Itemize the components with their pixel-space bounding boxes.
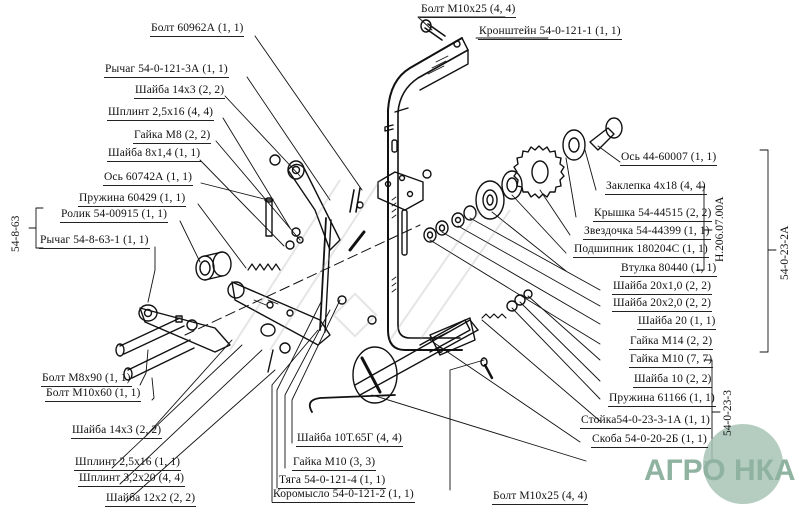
label-tyaga: Тяга 54-0-121-4 (1, 1) bbox=[278, 474, 387, 489]
watermark-faint bbox=[229, 179, 511, 351]
label-rychag-54-0-121-3a: Рычаг 54-0-121-3А (1, 1) bbox=[104, 63, 229, 78]
label-shaiba-8x1-4: Шайба 8х1,4 (1, 1) bbox=[107, 147, 202, 162]
label-os-44-60007: Ось 44-60007 (1, 1) bbox=[620, 151, 718, 166]
label-kryshka: Крышка 54-44515 (2, 2) bbox=[593, 207, 713, 222]
stand-assembly-part bbox=[308, 19, 533, 413]
label-shaiba-10: Шайба 10 (2, 2) bbox=[633, 373, 713, 388]
label-rychag-54-8-63-1: Рычаг 54-8-63-1 (1, 1) bbox=[39, 234, 150, 249]
label-gaika-m8: Гайка М8 (2, 2) bbox=[133, 129, 212, 144]
label-shaiba-12x2: Шайба 12х2 (2, 2) bbox=[105, 492, 197, 507]
bracket-part bbox=[377, 37, 471, 353]
label-rolik-54-00915: Ролик 54-00915 (1, 1) bbox=[60, 208, 169, 223]
label-shplint-2-5x16-bottom: Шплинт 2,5х16 (1, 1) bbox=[74, 456, 182, 471]
label-bolt-m10x60: Болт М10х60 (1, 1) bbox=[45, 387, 142, 402]
label-gaika-m10-7: Гайка М10 (7, 7) bbox=[629, 353, 714, 368]
label-shaiba-20x1-0: Шайба 20х1,0 (2, 2) bbox=[612, 280, 712, 295]
watermark-logo: АГРО НКА bbox=[644, 424, 796, 504]
label-shaiba-20: Шайба 20 (1, 1) bbox=[637, 315, 717, 330]
label-stoika: Стойка54-0-23-3-1А (1, 1) bbox=[580, 414, 711, 429]
label-koromyslo: Коромысло 54-0-121-2 (1, 1) bbox=[272, 488, 415, 503]
label-shplint-3-2x20: Шплинт 3,2х20 (4, 4) bbox=[78, 472, 186, 487]
label-bolt-m10x25-bottom: Болт М10х25 (4, 4) bbox=[492, 490, 589, 505]
label-shplint-2-5x16-top: Шплинт 2,5х16 (4, 4) bbox=[107, 106, 215, 121]
linkage-part bbox=[115, 154, 421, 381]
label-vtulka: Втулка 80440 (1, 1) bbox=[620, 262, 718, 277]
hub-assembly-part bbox=[423, 117, 623, 243]
label-shaiba-14x3-bottom: Шайба 14х3 (2, 2) bbox=[71, 424, 163, 439]
label-skoba: Скоба 54-0-20-2Б (1, 1) bbox=[591, 433, 708, 448]
watermark-text: АГРО НКА bbox=[644, 454, 796, 487]
label-gaika-m10-3: Гайка М10 (3, 3) bbox=[292, 456, 377, 471]
label-shaiba-20x2-0: Шайба 20х2,0 (2, 2) bbox=[612, 297, 712, 312]
group-label-54-0-23-2a: 54-0-23-2А bbox=[779, 225, 791, 280]
label-os-60742a: Ось 60742А (1, 1) bbox=[103, 171, 194, 186]
label-shaiba-10t65g: Шайба 10Т.65Г (4, 4) bbox=[296, 432, 403, 447]
leader-lines bbox=[28, 16, 777, 503]
label-bolt-60962a: Болт 60962А (1, 1) bbox=[150, 22, 245, 37]
label-pruzhina-60429: Пружина 60429 (1, 1) bbox=[78, 192, 187, 207]
label-zvezdochka: Звездочка 54-44399 (1, 1) bbox=[583, 225, 711, 240]
group-label-54-8-63: 54-8-63 bbox=[10, 215, 22, 252]
label-zaklepka: Заклепка 4х18 (4, 4) bbox=[605, 180, 707, 195]
group-label-54-0-23-3: 54-0-23-3 bbox=[722, 390, 734, 436]
group-label-n-206-07-00a: Н.206.07.00А bbox=[714, 196, 726, 263]
label-bolt-m8x90: Болт М8х90 (1, 1) bbox=[41, 372, 132, 387]
label-gaika-m14: Гайка М14 (2, 2) bbox=[629, 335, 714, 350]
label-shaiba-14x3-top: Шайба 14х3 (2, 2) bbox=[134, 84, 226, 99]
label-bolt-m10x25-top: Болт М10х25 (4, 4) bbox=[420, 3, 517, 18]
label-podshipnik: Подшипник 180204С (1, 1) bbox=[573, 243, 709, 258]
label-kronshtein: Кронштейн 54-0-121-1 (1, 1) bbox=[478, 25, 622, 40]
label-pruzhina-61166: Пружина 61166 (1, 1) bbox=[608, 392, 716, 407]
